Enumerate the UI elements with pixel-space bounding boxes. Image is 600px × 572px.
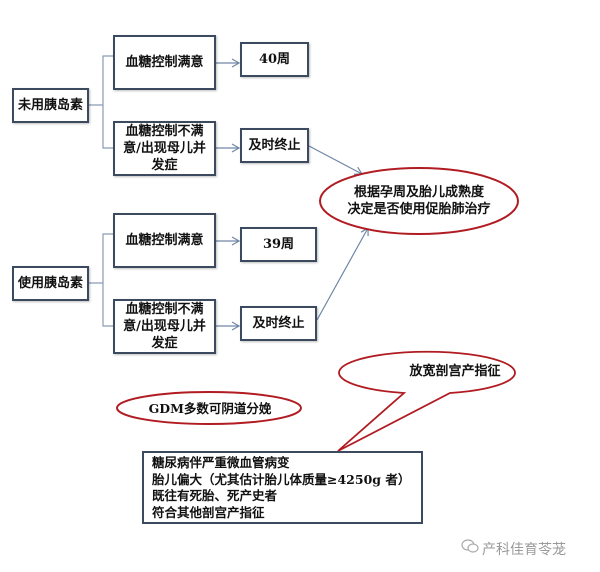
callout-text: 放宽剖宫产指征 [409, 364, 501, 379]
vaginal-text: GDM多数可阴道分娩 [148, 401, 272, 416]
decision-line-1: 根据孕周及胎儿成熟度 [353, 185, 484, 200]
arrow [308, 145, 364, 175]
terminate-1: 及时终止 [240, 128, 309, 163]
vaginal-ellipse [116, 391, 302, 425]
glucose-bad-1: 血糖控制不满意/出现母儿并发症 [113, 121, 216, 176]
decision-ellipse [319, 167, 519, 235]
glucose-ok-1: 血糖控制满意 [113, 35, 216, 90]
wechat-icon [461, 539, 479, 553]
decision-line-2: 决定是否使用促胎肺治疗 [347, 202, 491, 217]
indication: 胎儿偏大（尤其估计胎儿体质量≥4250g 者） [152, 471, 411, 487]
callout-bubble [337, 350, 516, 452]
glucose-ok-2: 血糖控制满意 [113, 213, 216, 268]
result-40w: 40周 [240, 42, 309, 77]
bracket-2 [88, 233, 113, 327]
decision-text: 根据孕周及胎儿成熟度 决定是否使用促胎肺治疗 [330, 184, 508, 218]
indications-box: 糖尿病伴严重微血管病变 胎儿偏大（尤其估计胎儿体质量≥4250g 者） 既往有死… [142, 451, 423, 524]
indication: 糖尿病伴严重微血管病变 [152, 455, 290, 470]
glucose-bad-2: 血糖控制不满意/出现母儿并发症 [113, 299, 216, 354]
root-no-insulin: 未用胰岛素 [12, 88, 89, 123]
watermark: 产科佳育苓茏 [482, 542, 566, 558]
bracket-1 [88, 55, 113, 149]
arrow [316, 226, 369, 321]
indication: 符合其他剖宫产指征 [152, 504, 265, 520]
root-insulin: 使用胰岛素 [12, 266, 89, 301]
result-39w: 39周 [240, 227, 317, 262]
terminate-2: 及时终止 [240, 306, 317, 341]
indication: 既往有死胎、死产史者 [152, 488, 278, 503]
